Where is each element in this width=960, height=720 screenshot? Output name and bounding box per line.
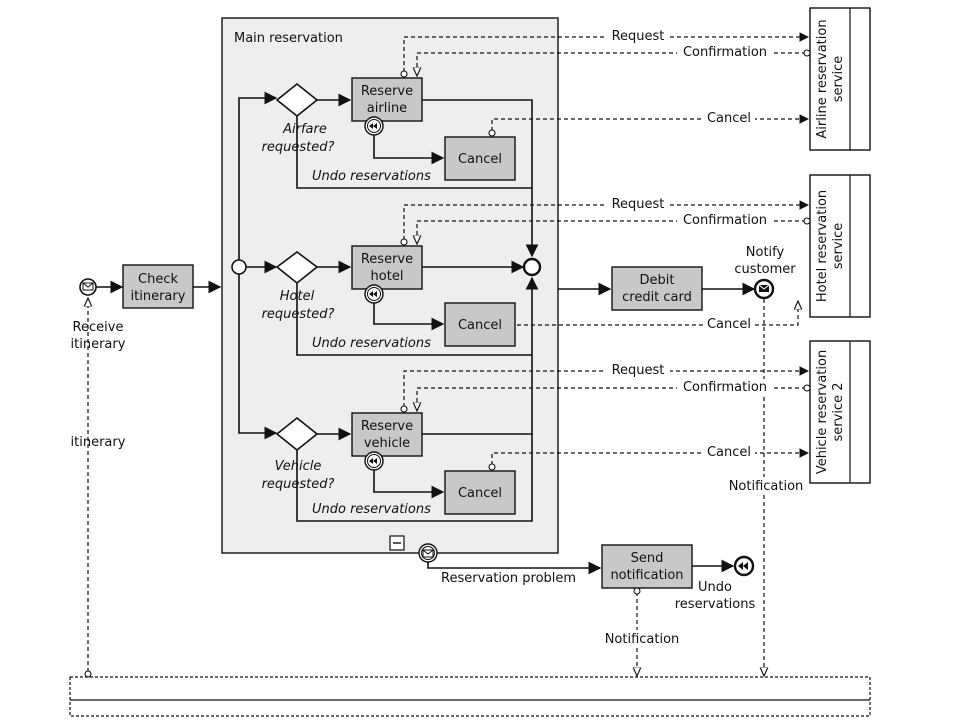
undo-label-airline: Undo reservations <box>312 169 431 184</box>
confirmation-label-hotel: Confirmation <box>683 213 767 228</box>
vehicle-message-flows <box>400 366 811 471</box>
inner-end-event <box>522 257 542 277</box>
compensation-event-vehicle <box>364 451 384 471</box>
hotel-message-flows <box>400 200 811 326</box>
undo-end-label-1: Undo <box>698 580 732 595</box>
receive-label-2: itinerary <box>71 337 126 352</box>
send-notification-task[interactable]: Send notification <box>601 544 693 589</box>
hotel-pool-label-1: Hotel reservation <box>815 190 830 302</box>
cancel-vehicle-task[interactable]: Cancel <box>444 470 516 515</box>
undo-end-label-2: reservations <box>675 597 756 612</box>
message-labels: Request Confirmation Cancel Request Conf… <box>600 28 808 647</box>
cancel-msg-label-vehicle: Cancel <box>707 445 751 460</box>
airfare-label-2: requested? <box>262 140 335 155</box>
cancel-airline-label: Cancel <box>458 152 502 167</box>
cancel-msg-label-airline: Cancel <box>707 111 751 126</box>
check-label-2: itinerary <box>131 289 186 304</box>
airfare-label-1: Airfare <box>282 122 327 137</box>
compensation-event-airline <box>364 116 384 136</box>
hotel-gw-label-2: requested? <box>262 307 335 322</box>
undo-reservations-end-event <box>733 555 755 577</box>
undo-label-vehicle: Undo reservations <box>312 502 431 517</box>
vehicle-gw-label-2: requested? <box>262 477 335 492</box>
receive-label-1: Receive <box>73 320 124 335</box>
cancel-vehicle-label: Cancel <box>458 486 502 501</box>
reserve-vehicle-label-1: Reserve <box>361 419 413 434</box>
reserve-hotel-label-2: hotel <box>371 269 404 284</box>
itinerary-label: itinerary <box>71 435 126 450</box>
hotel-pool-label-2: service <box>831 223 846 270</box>
send-label-2: notification <box>610 568 683 583</box>
check-label-1: Check <box>138 272 178 287</box>
airline-pool-label-2: service <box>831 56 846 103</box>
notify-label-1: Notify <box>746 245 785 260</box>
vehicle-gw-label-1: Vehicle <box>275 459 322 474</box>
debit-label-1: Debit <box>640 273 675 288</box>
vehicle-service-pool[interactable]: Vehicle reservation service 2 <box>809 340 871 484</box>
vehicle-pool-label-2: service 2 <box>831 383 846 442</box>
request-label-airline: Request <box>612 29 665 44</box>
reserve-airline-label-1: Reserve <box>361 84 413 99</box>
hotel-service-pool[interactable]: Hotel reservation service <box>809 174 871 318</box>
check-itinerary-task[interactable]: Check itinerary <box>122 264 194 309</box>
reserve-airline-label-2: airline <box>367 101 407 116</box>
notification-label-customer: Notification <box>729 479 804 494</box>
collapse-marker[interactable] <box>389 535 405 551</box>
confirmation-label-airline: Confirmation <box>683 45 767 60</box>
receive-itinerary-start-event <box>79 278 97 296</box>
notification-label-send: Notification <box>605 632 680 647</box>
debit-label-2: credit card <box>622 290 692 305</box>
reservation-problem-label: Reservation problem <box>441 571 576 586</box>
vehicle-pool-label-1: Vehicle reservation <box>815 350 830 474</box>
request-label-hotel: Request <box>612 197 665 212</box>
cancel-msg-label-hotel: Cancel <box>707 317 751 332</box>
reserve-hotel-task[interactable]: Reserve hotel <box>351 245 423 290</box>
notify-customer-end-event <box>753 278 775 300</box>
compensation-event-hotel <box>364 284 384 304</box>
undo-label-hotel: Undo reservations <box>312 336 431 351</box>
airline-message-flows <box>400 32 811 137</box>
reserve-hotel-label-1: Reserve <box>361 252 413 267</box>
confirmation-label-vehicle: Confirmation <box>683 380 767 395</box>
reserve-airline-task[interactable]: Reserve airline <box>351 77 423 122</box>
subprocess-title: Main reservation <box>234 31 343 46</box>
debit-credit-card-task[interactable]: Debit credit card <box>611 266 703 311</box>
inner-start-event <box>231 259 247 275</box>
customer-pool[interactable] <box>69 676 871 717</box>
reservation-problem-event <box>418 543 438 563</box>
send-label-1: Send <box>631 551 664 566</box>
airline-service-pool[interactable]: Airline reservation service <box>809 7 871 151</box>
airline-pool-label-1: Airline reservation <box>815 19 830 138</box>
notify-label-2: customer <box>734 262 796 277</box>
reserve-vehicle-label-2: vehicle <box>364 436 410 451</box>
cancel-hotel-label: Cancel <box>458 318 502 333</box>
cancel-hotel-task[interactable]: Cancel <box>444 302 516 347</box>
reserve-vehicle-task[interactable]: Reserve vehicle <box>351 412 423 457</box>
request-label-vehicle: Request <box>612 363 665 378</box>
cancel-airline-task[interactable]: Cancel <box>444 136 516 181</box>
